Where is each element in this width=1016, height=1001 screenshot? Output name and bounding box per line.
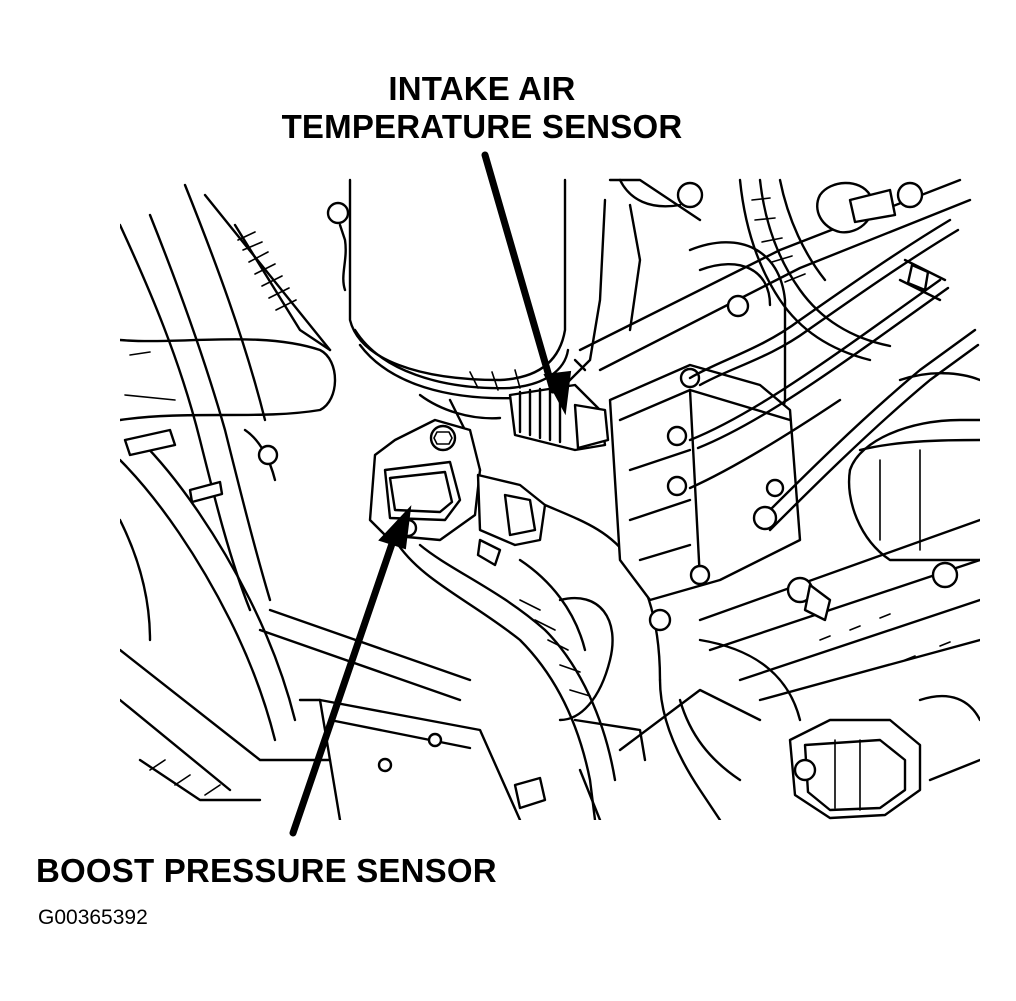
intake-air-temperature-sensor-label: INTAKE AIR TEMPERATURE SENSOR (262, 70, 702, 146)
figure-id: G00365392 (38, 906, 148, 929)
intake-air-temperature-sensor-body (508, 383, 610, 452)
engine-bay-illustration (120, 178, 980, 820)
intake-air-temperature-sensor-arrow (481, 151, 572, 416)
intake-air-temperature-sensor-label-line-1: INTAKE AIR (388, 70, 576, 107)
boost-pressure-sensor-label: BOOST PRESSURE SENSOR (36, 852, 497, 889)
boost-pressure-sensor-body (368, 418, 547, 567)
intake-air-temperature-sensor-label-line-2: TEMPERATURE SENSOR (281, 108, 683, 145)
boost-pressure-sensor-arrow (289, 505, 412, 837)
